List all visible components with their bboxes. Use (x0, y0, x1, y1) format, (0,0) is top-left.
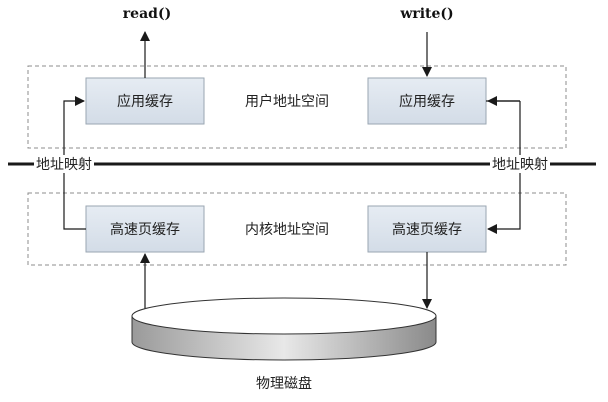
page-cache-right-box (367, 205, 487, 253)
addr-map-left-bg (34, 155, 94, 173)
app-cache-left-box (85, 77, 205, 125)
page-cache-left-box (85, 205, 205, 253)
user-space-region (27, 65, 567, 149)
page-cache-left-label: 高速页缓存 (110, 221, 180, 238)
app-cache-left-label: 应用缓存 (117, 93, 173, 110)
physical-disk (131, 297, 437, 361)
addr-map-right-label: 地址映射 (492, 157, 548, 173)
disk-label: 物理磁盘 (256, 375, 312, 392)
addr-map-right-bg (490, 155, 550, 173)
kernel-space-region (27, 192, 567, 266)
read-label: read() (123, 6, 171, 22)
right-mapping-connector (487, 101, 521, 234)
kernel-space-label: 内核地址空间 (245, 222, 329, 238)
addr-map-left-label: 地址映射 (36, 157, 92, 173)
app-cache-right-label: 应用缓存 (399, 93, 455, 110)
page-cache-right-label: 高速页缓存 (392, 221, 462, 238)
user-space-label: 用户地址空间 (245, 93, 329, 110)
write-label: write() (399, 6, 453, 22)
